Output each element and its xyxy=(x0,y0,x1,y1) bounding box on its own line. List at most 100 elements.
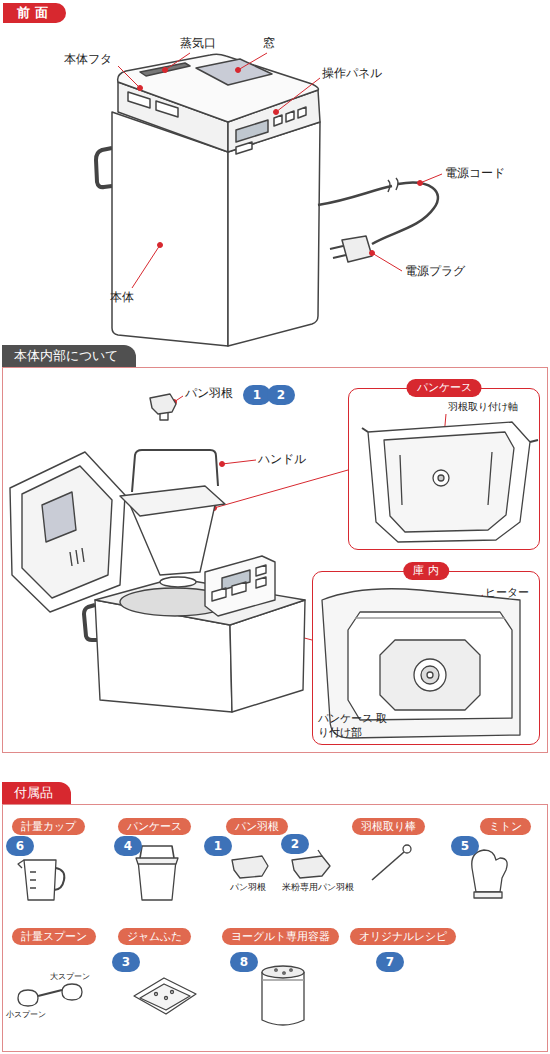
callout-number-text: 6 xyxy=(6,836,34,856)
accessories-part xyxy=(136,858,178,864)
callout-number-text: 4 xyxy=(114,836,142,856)
accessories-part xyxy=(232,856,268,878)
heading-text: 付属品 xyxy=(2,782,71,804)
accessories-part xyxy=(403,845,411,853)
item-label: ジャムふた xyxy=(118,928,191,945)
detail-panel: パンケース xyxy=(348,388,540,550)
accessories-part xyxy=(171,991,174,994)
bread-maker-front-part xyxy=(140,63,190,76)
pan-case-view-part xyxy=(384,432,514,532)
leader-lines-part xyxy=(276,78,320,112)
callout-number-text: 5 xyxy=(451,836,479,856)
leader-lines-part xyxy=(420,174,442,183)
bread-maker-open-part xyxy=(212,582,246,601)
bread-maker-front-part xyxy=(156,101,178,117)
leader-lines-part xyxy=(222,460,256,464)
heading-text: 前 面 xyxy=(3,3,66,23)
accessories-part xyxy=(372,852,404,880)
bread-maker-front-part xyxy=(298,107,306,118)
part-label: 大スプーン xyxy=(50,972,90,982)
leader-lines-part xyxy=(158,243,163,248)
leader-lines-part xyxy=(418,181,423,186)
chamber-view-part xyxy=(348,612,512,720)
bread-maker-front xyxy=(96,54,438,346)
leader-lines-part xyxy=(238,53,267,70)
accessories-part xyxy=(18,990,38,1006)
accessories-part xyxy=(318,850,322,856)
heading-text: ヨーグルト専用容器 xyxy=(222,928,339,945)
accessories-part xyxy=(18,860,24,868)
bread-maker-front-part xyxy=(318,186,392,205)
chamber-view-part xyxy=(421,666,439,684)
callout-number: 6 xyxy=(6,836,34,856)
bread-maker-front-part xyxy=(236,142,252,154)
accessories-part xyxy=(134,978,196,1014)
part-label: 操作パネル xyxy=(322,66,382,81)
leader-lines-part xyxy=(132,245,160,288)
section-panel: 付属品計量カップ6パンケース4パン羽根12羽根取り棒ミトン5計量スプーンジャムふ… xyxy=(2,782,548,1052)
item-label: ミトン xyxy=(480,818,531,835)
part-label: 蒸気口 xyxy=(180,36,216,51)
heading-text: オリジナルレシピ xyxy=(350,928,456,945)
bread-maker-open-part xyxy=(256,565,266,588)
leader-lines-part xyxy=(370,251,375,256)
item-label: 計量カップ xyxy=(12,818,85,835)
leader-lines-part xyxy=(372,253,402,271)
part-label: ヒーター xyxy=(485,586,529,600)
accessories-part xyxy=(262,979,304,980)
leader-lines-part xyxy=(118,66,140,88)
heading-text: ミトン xyxy=(480,818,531,835)
section-band: 前 面 xyxy=(3,3,66,23)
part-label: 本体フタ xyxy=(64,52,112,67)
bread-maker-front-part xyxy=(330,246,346,258)
bread-maker-open-part xyxy=(205,556,275,616)
part-label: 電源コード xyxy=(445,166,505,181)
item-label: 羽根取り棒 xyxy=(352,818,425,835)
bread-maker-front-part xyxy=(118,54,319,122)
chamber-view-part xyxy=(427,672,433,678)
leader-lines-part xyxy=(236,68,241,73)
bread-maker-front-part xyxy=(388,178,398,192)
accessories-part xyxy=(38,990,62,996)
callout-number: 7 xyxy=(376,952,404,972)
panel-frame xyxy=(2,367,548,753)
pan-case-view-part xyxy=(433,470,449,486)
heading-text: パンケース xyxy=(407,379,482,397)
heading-text: 計量スプーン xyxy=(12,928,96,945)
part-label: ハンドル xyxy=(258,452,306,467)
bread-maker-open-part xyxy=(120,486,225,516)
accessories-part xyxy=(165,997,168,1000)
callout-number: 5 xyxy=(451,836,479,856)
callout-number: 3 xyxy=(112,952,140,972)
bread-maker-front-part xyxy=(96,148,112,187)
heading-text: 計量カップ xyxy=(12,818,85,835)
accessories-part xyxy=(30,872,36,888)
part-label: 電源プラグ xyxy=(405,264,465,279)
callout-number-text: 3 xyxy=(112,952,140,972)
bread-maker-open-part xyxy=(150,394,176,414)
bread-maker-front-part xyxy=(128,92,150,108)
accessories-part xyxy=(140,846,174,858)
callout-number: 4 xyxy=(114,836,142,856)
item-label: 計量スプーン xyxy=(12,928,96,945)
callout-number: 1 xyxy=(204,836,232,856)
bread-maker-front-part xyxy=(196,59,272,85)
leader-lines-part xyxy=(138,86,143,91)
pan-case-view-part xyxy=(400,452,492,505)
callout-number: 8 xyxy=(230,952,258,972)
callout-number: 2 xyxy=(281,834,309,854)
bread-maker-open-part xyxy=(84,605,97,640)
bread-maker-open-part xyxy=(10,452,125,612)
callout-number-text: 1 xyxy=(204,836,232,856)
chamber-view-part xyxy=(380,640,480,710)
callout-number: 2 xyxy=(267,385,295,405)
accessories-part xyxy=(62,984,82,1000)
accessories-part xyxy=(292,856,330,878)
part-label: パンケース 取り付け部 xyxy=(318,712,388,740)
bread-maker-front-part xyxy=(286,111,294,122)
heading-text: ジャムふた xyxy=(118,928,191,945)
part-label: 米粉専用パン羽根 xyxy=(282,882,354,893)
accessories-part xyxy=(472,850,507,892)
